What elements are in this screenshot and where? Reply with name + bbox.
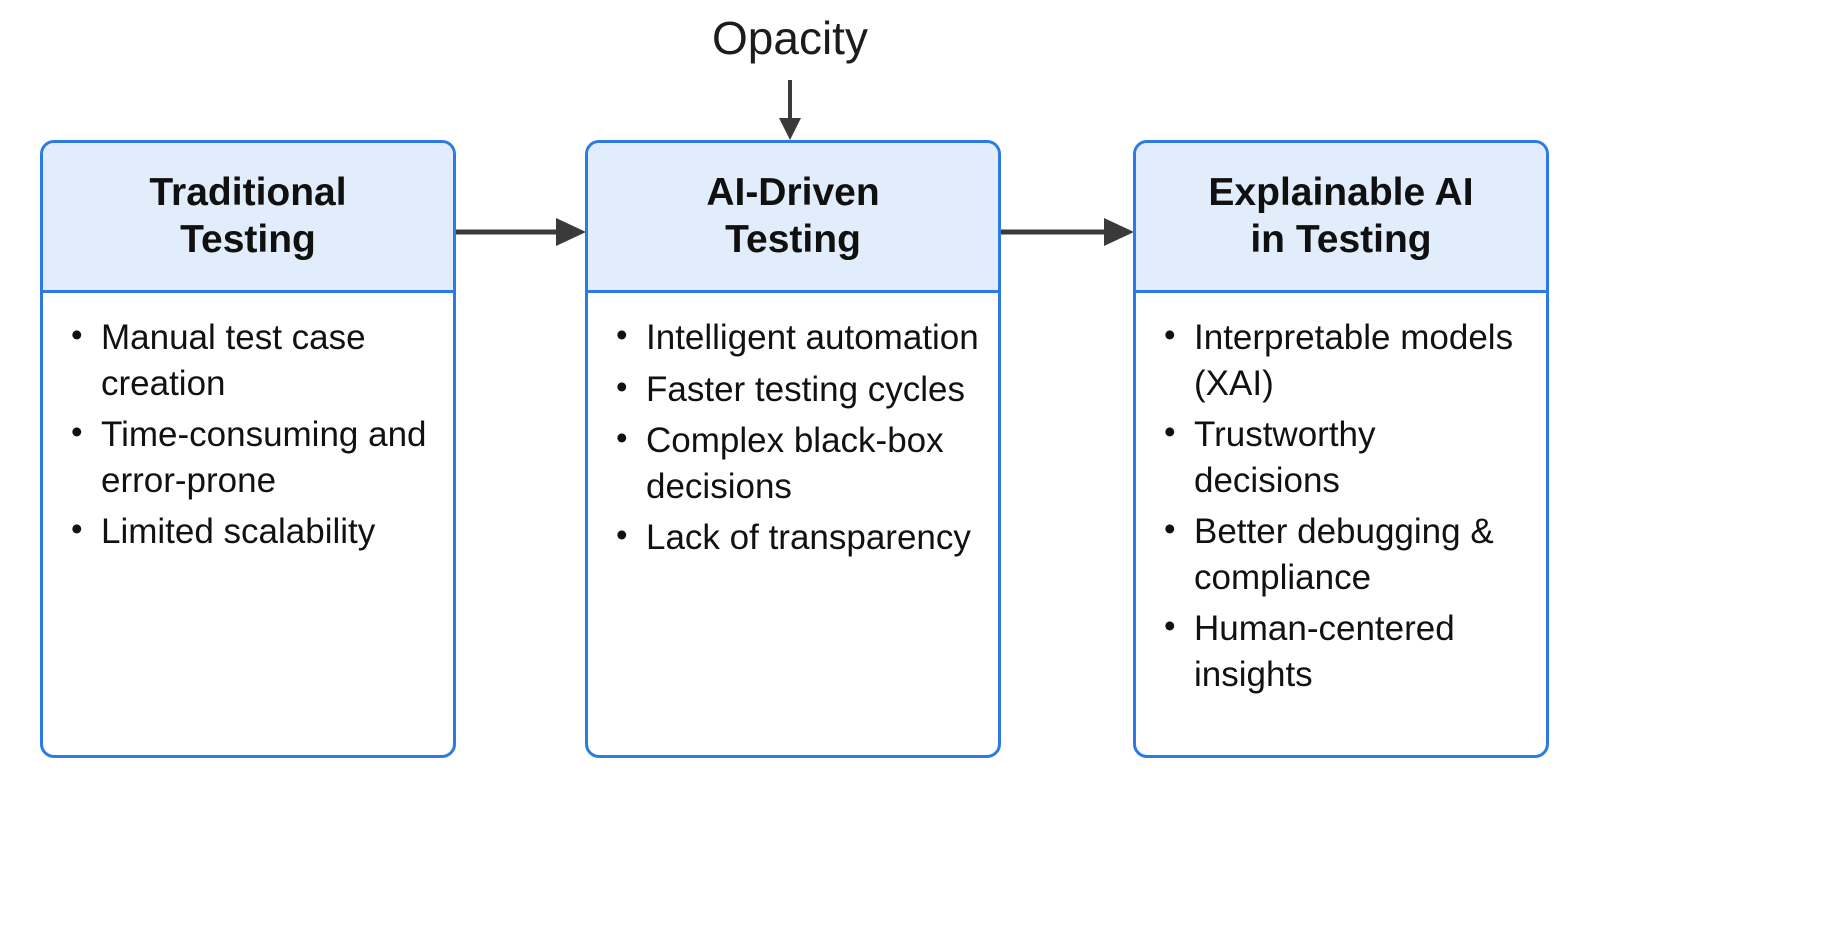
stage-header: Explainable AI in Testing bbox=[1136, 143, 1546, 293]
stage-bullet-list: Interpretable models (XAI) Trustworthy d… bbox=[1160, 314, 1530, 697]
list-item: Limited scalability bbox=[67, 508, 437, 555]
right-arrow-icon bbox=[1001, 218, 1134, 246]
opacity-annotation-label: Opacity bbox=[712, 12, 868, 64]
stage-card-explainable-ai-in-testing: Explainable AI in Testing Interpretable … bbox=[1133, 140, 1549, 758]
stage-header: AI-Driven Testing bbox=[588, 143, 998, 293]
list-item: Intelligent automation bbox=[612, 314, 982, 361]
list-item: Human-centered insights bbox=[1160, 605, 1530, 697]
list-item: Time-consuming and error-prone bbox=[67, 411, 437, 503]
stage-title: Explainable AI in Testing bbox=[1208, 171, 1474, 261]
stage-body: Intelligent automation Faster testing cy… bbox=[588, 293, 998, 577]
stage-body: Interpretable models (XAI) Trustworthy d… bbox=[1136, 293, 1546, 713]
right-arrow-icon bbox=[456, 218, 586, 246]
stage-bullet-list: Manual test case creation Time-consuming… bbox=[67, 314, 437, 555]
stage-card-traditional-testing: Traditional Testing Manual test case cre… bbox=[40, 140, 456, 758]
list-item: Trustworthy decisions bbox=[1160, 411, 1530, 503]
list-item: Faster testing cycles bbox=[612, 366, 982, 413]
stage-body: Manual test case creation Time-consuming… bbox=[43, 293, 453, 571]
stage-title: AI-Driven Testing bbox=[706, 171, 880, 261]
stage-card-ai-driven-testing: AI-Driven Testing Intelligent automation… bbox=[585, 140, 1001, 758]
list-item: Interpretable models (XAI) bbox=[1160, 314, 1530, 406]
stage-header: Traditional Testing bbox=[43, 143, 453, 293]
list-item: Manual test case creation bbox=[67, 314, 437, 406]
list-item: Complex black-box decisions bbox=[612, 417, 982, 509]
stage-title: Traditional Testing bbox=[149, 171, 347, 261]
stage-bullet-list: Intelligent automation Faster testing cy… bbox=[612, 314, 982, 561]
list-item: Lack of transparency bbox=[612, 514, 982, 561]
down-arrow-icon bbox=[779, 80, 801, 140]
list-item: Better debugging & compliance bbox=[1160, 508, 1530, 600]
